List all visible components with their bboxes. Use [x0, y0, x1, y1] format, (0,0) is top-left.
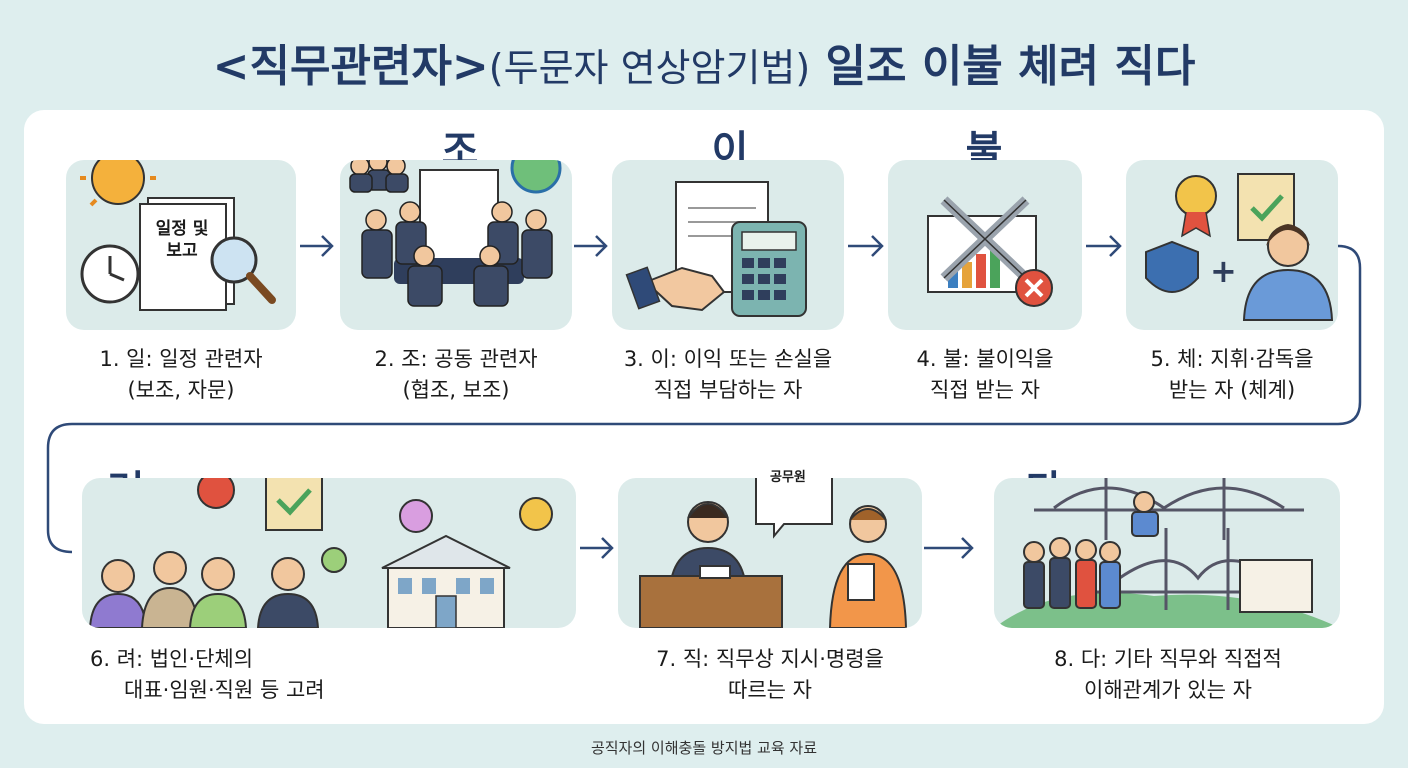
title-main: <직무관련자> [212, 41, 489, 92]
team-meeting-icon [349, 160, 562, 307]
page-title: <직무관련자>(두문자 연상암기법) 일조 이불 체려 직다 [0, 30, 1408, 94]
step-1-caption: 1. 일: 일정 관련자(보조, 자문) [99, 347, 263, 402]
step-2-caption: 2. 조: 공동 관련자(협조, 보조) [374, 347, 538, 402]
crossed-swords-icon [927, 196, 1053, 307]
official-order-icon [639, 478, 908, 628]
step-8-card [994, 478, 1340, 628]
supervision-badge-icon: + [1145, 173, 1334, 321]
schedule-report-icon [80, 160, 276, 311]
step-3-card [612, 160, 844, 330]
title-paren: (두문자 연상암기법) [488, 46, 811, 90]
svg-text:+: + [1210, 252, 1237, 290]
handshake-calculator-icon [625, 181, 807, 317]
official-bubble-text: 공무원 [770, 470, 806, 485]
step-4-card [888, 160, 1082, 330]
bridge-community-icon [994, 478, 1340, 628]
step-2-card [340, 160, 572, 330]
step-6-card [82, 478, 576, 628]
footer-note: 공직자의 이해충돌 방지법 교육 자료 [590, 739, 818, 757]
corporate-representatives-icon [88, 478, 553, 628]
step-7-card [618, 478, 922, 628]
step-5-card: + [1126, 160, 1338, 330]
step-1-card [66, 160, 296, 330]
title-mnemonic: 일조 이불 체려 직다 [825, 41, 1196, 92]
